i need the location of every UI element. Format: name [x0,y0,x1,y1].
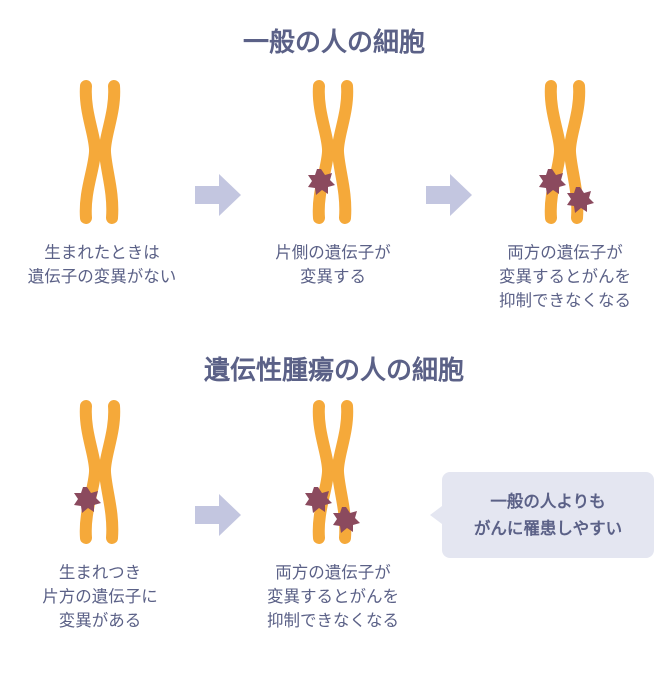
caption-line: 両方の遺伝子が [507,243,623,262]
caption-line: 変異するとがんを [499,267,631,286]
caption-normal-1: 生まれたときは 遺伝子の変異がない [0,241,212,289]
callout-line: 一般の人よりも [490,492,606,511]
caption-line: 生まれつき [58,563,142,582]
caption-normal-3: 両方の遺伝子が 変異するとがんを 抑制できなくなる [455,241,668,313]
caption-line: 変異する [300,267,366,286]
caption-hereditary-1: 生まれつき 片方の遺伝子に 変異がある [0,561,210,633]
callout-line: がんに罹患しやすい [473,519,623,538]
caption-line: 両方の遺伝子が [275,563,391,582]
caption-normal-2: 片側の遺伝子が 変異する [223,241,443,289]
caption-line: 抑制できなくなる [267,611,399,630]
caption-line: 変異するとがんを [267,587,399,606]
caption-line: 片側の遺伝子が [275,243,391,262]
caption-hereditary-2: 両方の遺伝子が 変異するとがんを 抑制できなくなる [223,561,443,633]
arrow-right-icon [195,494,241,536]
chromosome-normal-2 [319,86,347,218]
chromosome-normal-1 [86,86,114,218]
caption-line: 生まれたときは [44,243,160,262]
arrow-right-icon [426,174,472,216]
arrow-right-icon [195,174,241,216]
section1-title: 一般の人の細胞 [242,28,425,58]
caption-line: 片方の遺伝子に [42,587,158,606]
caption-line: 変異がある [58,611,142,630]
caption-line: 遺伝子の変異がない [27,267,177,286]
risk-callout: 一般の人よりも がんに罹患しやすい [430,472,654,558]
section2-title: 遺伝性腫瘍の人の細胞 [203,356,464,386]
caption-line: 抑制できなくなる [499,291,631,310]
chromosome-hereditary-1 [86,406,114,538]
